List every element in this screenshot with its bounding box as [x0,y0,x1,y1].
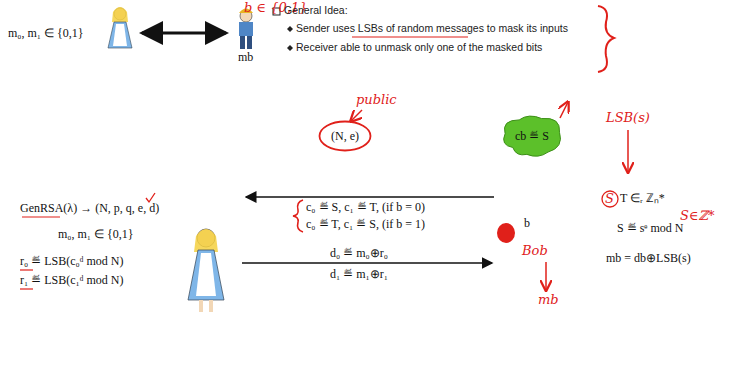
handwritten-note: public [356,92,397,108]
node-text: (N, e) [331,129,359,144]
handwritten-note: Bob [522,243,548,259]
message-arrow [242,262,492,264]
message-arrow [246,196,494,198]
math-text: r₁ ≝ LSB(c₁ᵈ mod N) [20,273,123,287]
math-text: d₁ ≝ m₁⊕r₁ [330,267,388,281]
alice-figure [188,229,224,312]
cloud-shape: cb ≝ S [500,113,564,159]
red-scribble [497,223,515,243]
math-text: b [524,216,530,230]
math-text: mb = db⊕LSB(s) [606,251,691,265]
diamond-bullet [287,45,293,51]
diamond-bullet [287,26,293,32]
handwritten-note: mb [538,292,559,308]
math-text: c₀ ≝ T, c₁ ≝ S, (if b = 1) [306,217,425,231]
math-text: T ∈ᵣ ℤₙ* [620,191,665,205]
node-text: cb ≝ S [515,129,549,144]
handwritten-note: LSB(s) [606,110,650,126]
public-key-circle: (N, e) [318,120,372,152]
handwritten-note: S [605,191,614,207]
heading-text: General Idea: [284,4,348,17]
math-text: m₀, m₁ ∈ {0,1} [58,227,134,241]
math-text: mb [238,50,253,64]
math-text: d₀ ≝ m₀⊕r₀ [330,246,388,260]
math-text: m₀, m₁ ∈ {0,1} [8,26,84,40]
alice-figure [108,7,132,48]
math-text: r₀ ≝ LSB(c₀ᵈ mod N) [20,254,123,268]
bullet-text: Sender uses LSBs of random messages to m… [296,22,568,35]
math-text: S ≝ sᵉ mod N [617,221,683,235]
math-text: GenRSA(λ) → (N, p, q, e, d) [20,201,159,215]
curly-brace [598,6,614,72]
double-arrow [142,32,226,35]
bullet-text: Receiver able to unmask only one of the … [296,41,542,54]
math-text: c₀ ≝ S, c₁ ≝ T, (if b = 0) [306,200,425,214]
handwritten-note: S∈ℤ* [680,208,715,224]
